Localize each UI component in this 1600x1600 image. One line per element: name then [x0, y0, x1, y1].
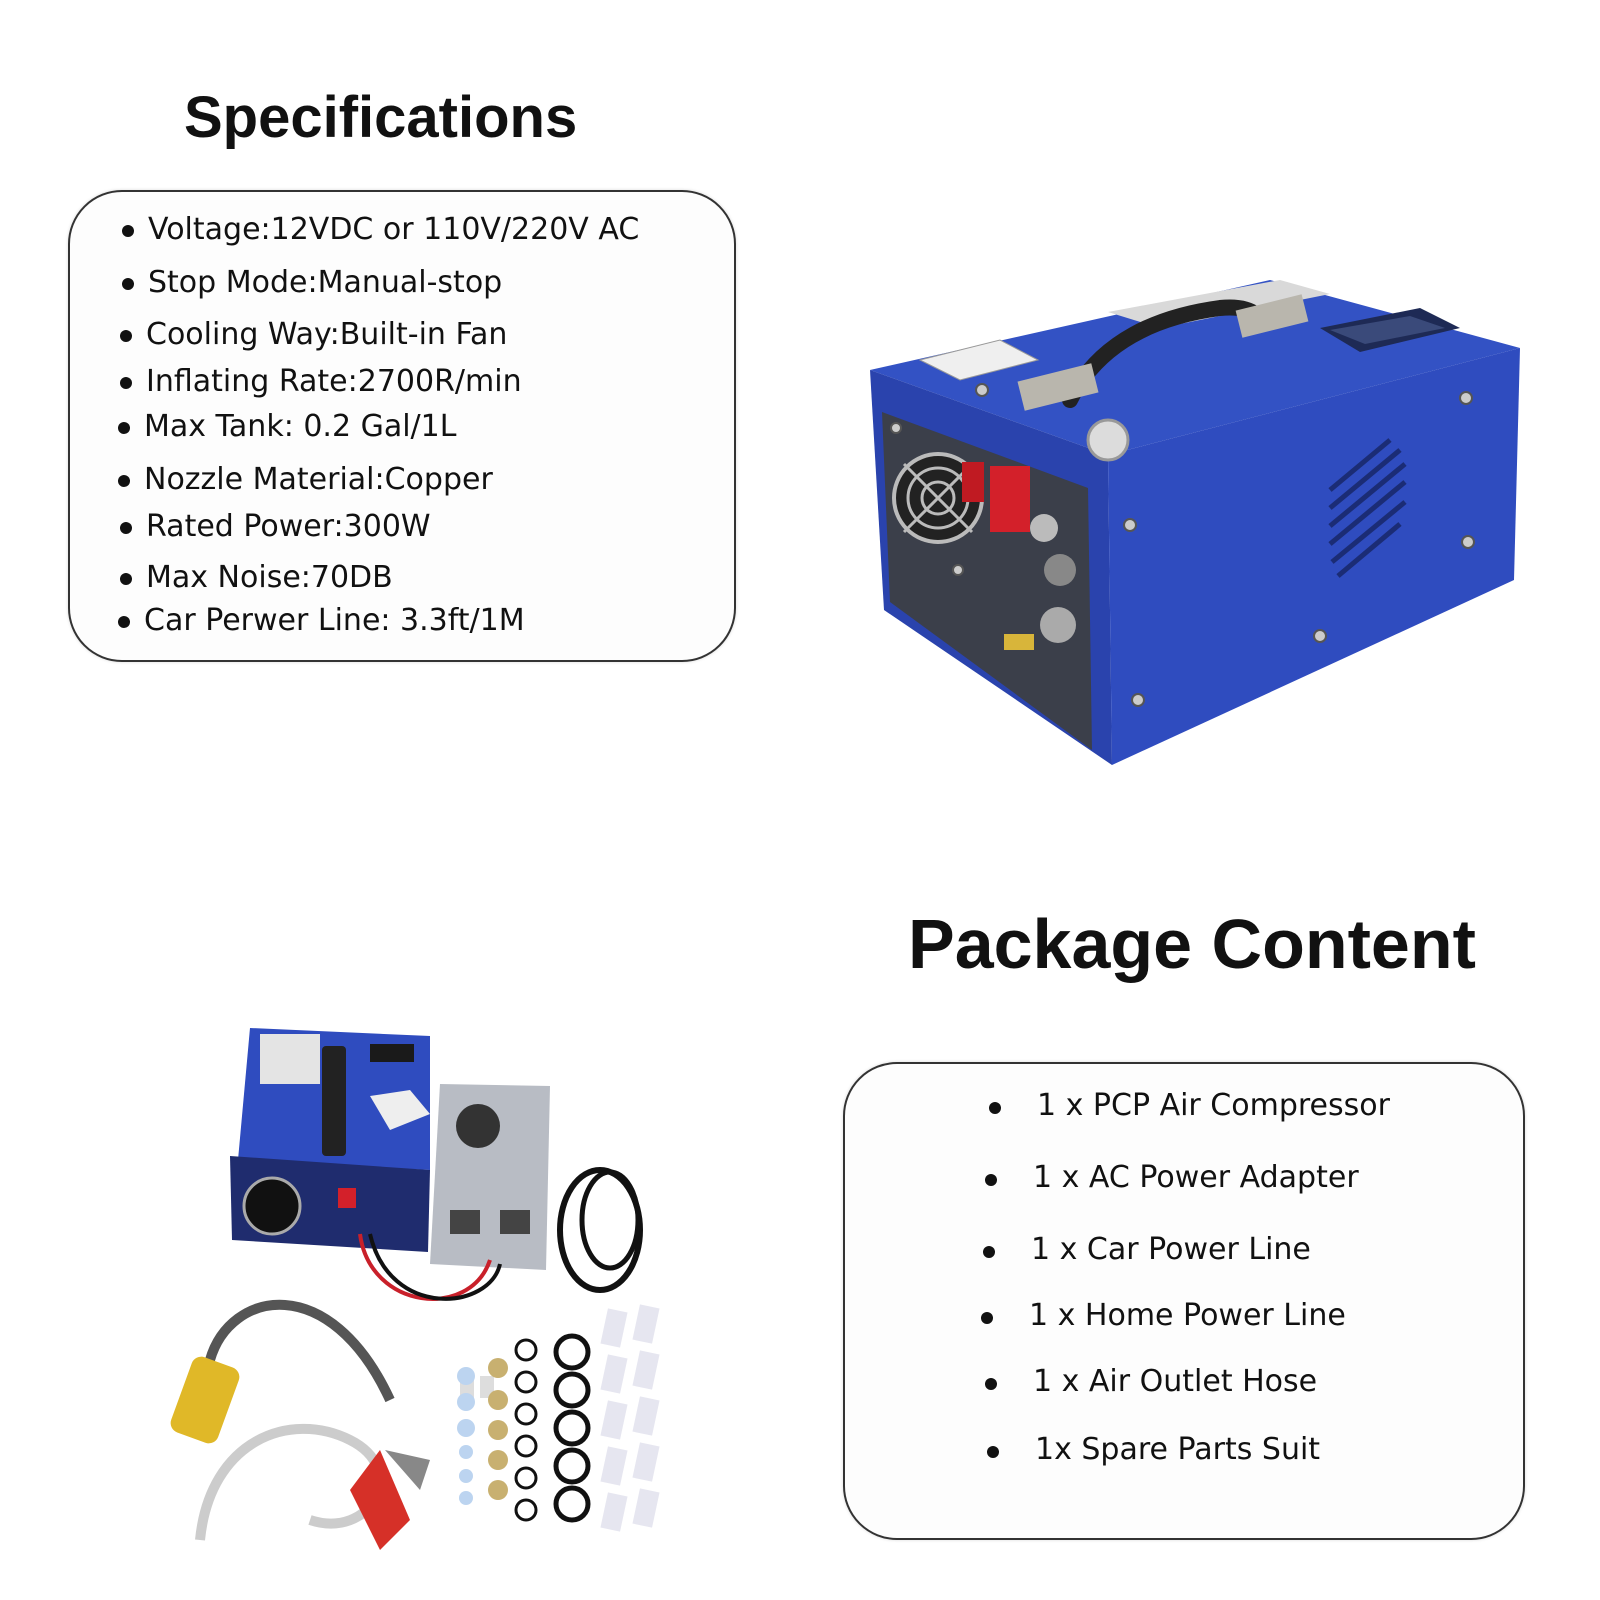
- package-item-ac-adapter: 1 x AC Power Adapter: [985, 1160, 1359, 1195]
- spec-item-car-line: Car Perwer Line: 3.3ft/1M: [118, 603, 525, 638]
- spec-item-cooling: Cooling Way:Built-in Fan: [119, 317, 508, 352]
- package-contents-photo: [170, 1028, 660, 1550]
- package-item-compressor: 1 x PCP Air Compressor: [989, 1088, 1390, 1123]
- power-switch-main: [990, 466, 1030, 532]
- compressor-photo: [870, 280, 1520, 765]
- package-air-outlet-hose: [205, 1300, 395, 1403]
- spec-item-nozzle: Nozzle Material:Copper: [118, 462, 493, 497]
- package-home-power-line: [557, 1167, 643, 1293]
- spec-item-stop-mode: Stop Mode:Manual-stop: [121, 265, 503, 300]
- power-switch-small: [962, 462, 984, 502]
- compressor-right-face: [1108, 348, 1520, 765]
- package-item-outlet-hose: 1 x Air Outlet Hose: [984, 1364, 1318, 1399]
- package-item-car-line: 1 x Car Power Line: [983, 1232, 1311, 1267]
- spec-item-voltage: Voltage:12VDC or 110V/220V AC: [121, 212, 640, 247]
- package-item-spare-parts: 1x Spare Parts Suit: [986, 1432, 1321, 1467]
- spec-item-inflating-rate: Inflating Rate:2700R/min: [120, 364, 522, 399]
- spec-item-max-tank: Max Tank: 0.2 Gal/1L: [117, 409, 457, 444]
- specifications-title: Specifications: [184, 85, 578, 150]
- pressure-gauge-icon: [1086, 418, 1130, 462]
- vent-grille: [1328, 438, 1407, 578]
- specifications-box: Voltage:12VDC or 110V/220V AC Stop Mode:…: [68, 190, 736, 662]
- package-content-box: 1 x PCP Air Compressor 1 x AC Power Adap…: [843, 1062, 1525, 1540]
- package-car-power-line: [195, 1423, 385, 1541]
- spec-item-rated-power: Rated Power:300W: [120, 509, 431, 544]
- package-content-title: Package Content: [908, 905, 1476, 983]
- spec-item-max-noise: Max Noise:70DB: [120, 560, 393, 595]
- package-spare-parts: [457, 1304, 660, 1532]
- package-item-home-line: 1 x Home Power Line: [981, 1298, 1346, 1333]
